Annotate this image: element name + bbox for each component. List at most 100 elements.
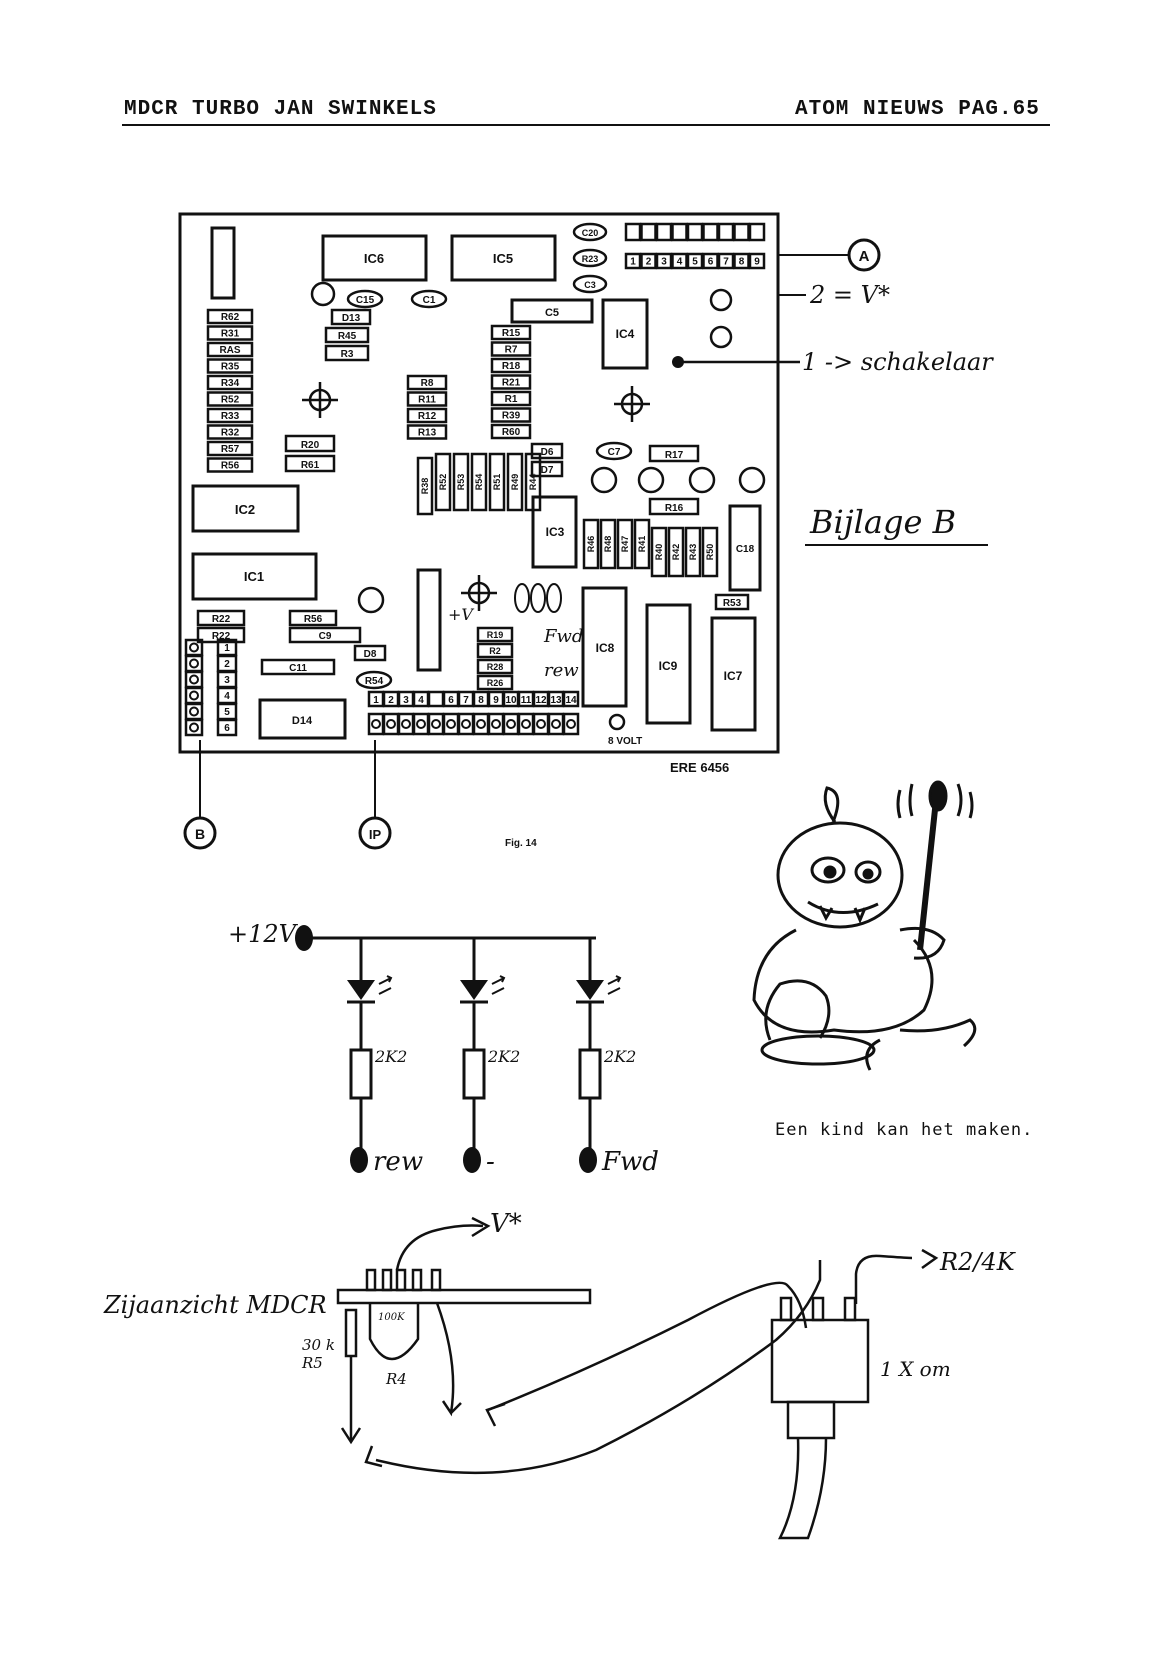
ic1: IC1 xyxy=(191,552,318,601)
page-header-right: ATOM NIEUWS PAG.65 xyxy=(795,98,1040,121)
svg-text:C1: C1 xyxy=(423,295,436,306)
resistor-value: 2K2 xyxy=(603,1047,636,1066)
svg-text:R7: R7 xyxy=(505,345,518,356)
svg-text:R38: R38 xyxy=(420,478,430,495)
side-view-diagram: Zijaanzicht MDCR 30 k R xyxy=(103,1209,1017,1540)
resistor-r60: R60 xyxy=(490,423,532,440)
svg-text:R42: R42 xyxy=(671,544,681,561)
svg-text:R21: R21 xyxy=(502,378,521,389)
svg-text:R20: R20 xyxy=(301,440,320,451)
svg-text:R54: R54 xyxy=(474,474,484,491)
r5-value: 30 k xyxy=(302,1336,335,1354)
bottom-connector-pin: 14 xyxy=(565,695,577,706)
left-connector-pin: 2 xyxy=(224,659,230,670)
resistor-r52: R52 xyxy=(434,452,452,512)
switch-label: 1 X om xyxy=(880,1357,951,1381)
bottom-connector-pin: 9 xyxy=(493,695,499,706)
resistor-r49: R49 xyxy=(506,452,524,512)
resistor-r21: R21 xyxy=(490,374,532,390)
svg-text:IC6: IC6 xyxy=(364,251,384,266)
resistor-r31: R31 xyxy=(206,325,254,341)
supply-label: +12V xyxy=(228,920,299,948)
resistor-r39: R39 xyxy=(490,407,532,423)
output-label: Fwd xyxy=(601,1147,659,1177)
marker-b: B xyxy=(195,826,205,842)
resistor-r47: R47 xyxy=(616,518,634,570)
ic7: IC7 xyxy=(710,616,757,732)
resistor-r50: R50 xyxy=(701,526,719,578)
svg-text:IC9: IC9 xyxy=(659,659,678,673)
svg-text:R45: R45 xyxy=(338,331,357,342)
ic4: IC4 xyxy=(601,298,649,370)
svg-text:R28: R28 xyxy=(487,662,504,672)
svg-text:R26: R26 xyxy=(487,678,504,688)
rew-label: rew xyxy=(544,660,579,681)
svg-text:R54: R54 xyxy=(365,676,384,687)
side-view-label: Zijaanzicht MDCR xyxy=(103,1291,327,1319)
c5-label: C5 xyxy=(545,307,559,319)
resistor-r48: R48 xyxy=(599,518,617,570)
svg-text:C11: C11 xyxy=(289,663,307,674)
top-connector-pin: 4 xyxy=(671,252,688,270)
r4-value: 100K xyxy=(378,1312,405,1323)
svg-text:1: 1 xyxy=(630,257,636,268)
bijlage-label: Bijlage B xyxy=(809,503,956,541)
svg-text:R33: R33 xyxy=(221,411,240,422)
svg-text:IC3: IC3 xyxy=(546,525,565,539)
svg-text:R13: R13 xyxy=(418,428,437,439)
resistor-r1: R1 xyxy=(490,390,532,407)
resistor-r53: R53 xyxy=(452,452,470,512)
cartoon-caption: Een kind kan het maken. xyxy=(775,1120,1034,1140)
svg-text:R39: R39 xyxy=(502,411,521,422)
v-note: 2 = V* xyxy=(809,281,890,309)
top-connector-pin: 1 xyxy=(624,252,642,270)
svg-text:R16: R16 xyxy=(665,503,684,514)
left-connector-pin: 1 xyxy=(224,643,230,654)
svg-text:IC8: IC8 xyxy=(596,641,615,655)
bottom-connector-pin: 11 xyxy=(521,695,532,706)
svg-text:7: 7 xyxy=(723,257,729,268)
switch-note: 1 -> schakelaar xyxy=(802,348,994,376)
top-connector-pin: 8 xyxy=(733,252,750,270)
resistor-r11: R11 xyxy=(406,391,448,407)
ic6: IC6 xyxy=(321,234,428,282)
resistor-r7: R7 xyxy=(490,341,532,357)
v-star-label: V* xyxy=(490,1209,522,1239)
marker-ip: IP xyxy=(369,827,382,842)
bottom-connector-pin: 12 xyxy=(535,695,547,706)
marker-a: A xyxy=(859,248,870,265)
svg-text:C20: C20 xyxy=(582,228,599,238)
bottom-connector-pin: 8 xyxy=(478,695,484,706)
resistor-r15: R15 xyxy=(490,324,532,341)
ic2: IC2 xyxy=(191,484,300,533)
svg-text:R40: R40 xyxy=(654,544,664,561)
bottom-connector-pin: 3 xyxy=(403,695,409,706)
resistor-r46: R46 xyxy=(582,518,600,570)
left-connector-pin: 3 xyxy=(224,675,230,686)
bottom-connector-pin: 2 xyxy=(388,695,394,706)
resistor-r54: R54 xyxy=(470,452,488,512)
svg-text:R53: R53 xyxy=(456,474,466,491)
svg-text:C3: C3 xyxy=(584,280,596,290)
svg-text:R2: R2 xyxy=(489,646,501,656)
svg-text:R11: R11 xyxy=(418,395,436,406)
svg-text:R62: R62 xyxy=(221,312,240,323)
svg-text:R52: R52 xyxy=(221,395,240,406)
r5-name: R5 xyxy=(301,1354,323,1372)
svg-text:IC7: IC7 xyxy=(724,669,743,683)
output-label: - xyxy=(486,1147,495,1177)
resistor-r12: R12 xyxy=(406,407,448,424)
bottom-connector-pin: 10 xyxy=(505,695,517,706)
resistor-r32: R32 xyxy=(206,424,254,440)
label-8-volt: 8 VOLT xyxy=(608,736,642,747)
svg-text:IC1: IC1 xyxy=(244,569,264,584)
cartoon-kid xyxy=(752,780,977,1071)
svg-text:2: 2 xyxy=(646,257,652,268)
svg-text:IC2: IC2 xyxy=(235,502,255,517)
